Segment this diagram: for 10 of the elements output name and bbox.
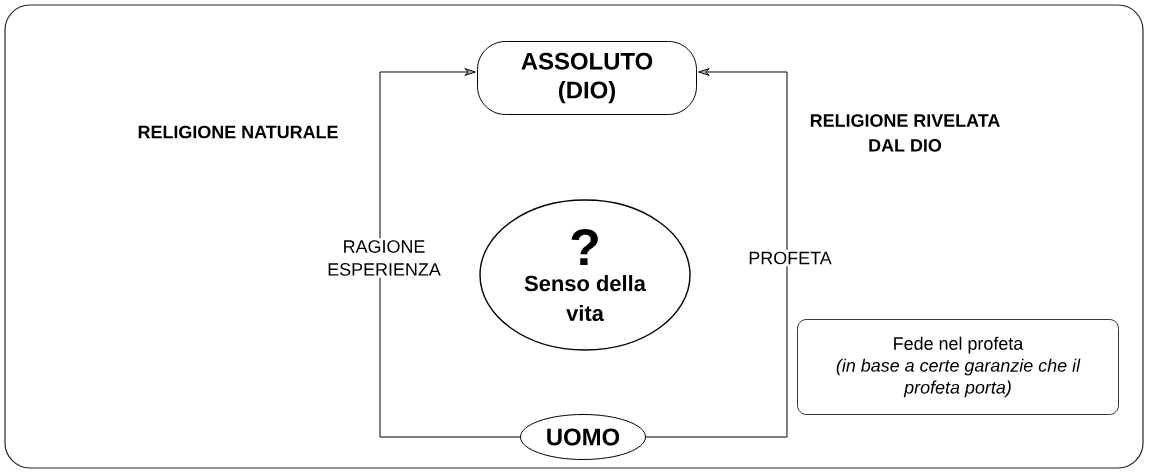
section-label: RELIGIONE NATURALE bbox=[138, 125, 338, 139]
edge-label: RAGIONE ESPERIENZA bbox=[328, 240, 441, 276]
rounded-box: ASSOLUTO (DIO) bbox=[477, 41, 697, 115]
note-box: Fede nel profeta (in base a certe garanzie che il profeta porta) bbox=[797, 319, 1119, 415]
arrow bbox=[645, 68, 788, 438]
ellipse-node: UOMO bbox=[520, 414, 646, 460]
edge-label: PROFETA bbox=[749, 251, 832, 265]
ellipse-node: ? Senso della vita bbox=[479, 199, 691, 351]
arrow bbox=[379, 68, 521, 438]
section-label: RELIGIONE RIVELATA DAL DIO bbox=[810, 114, 1000, 152]
